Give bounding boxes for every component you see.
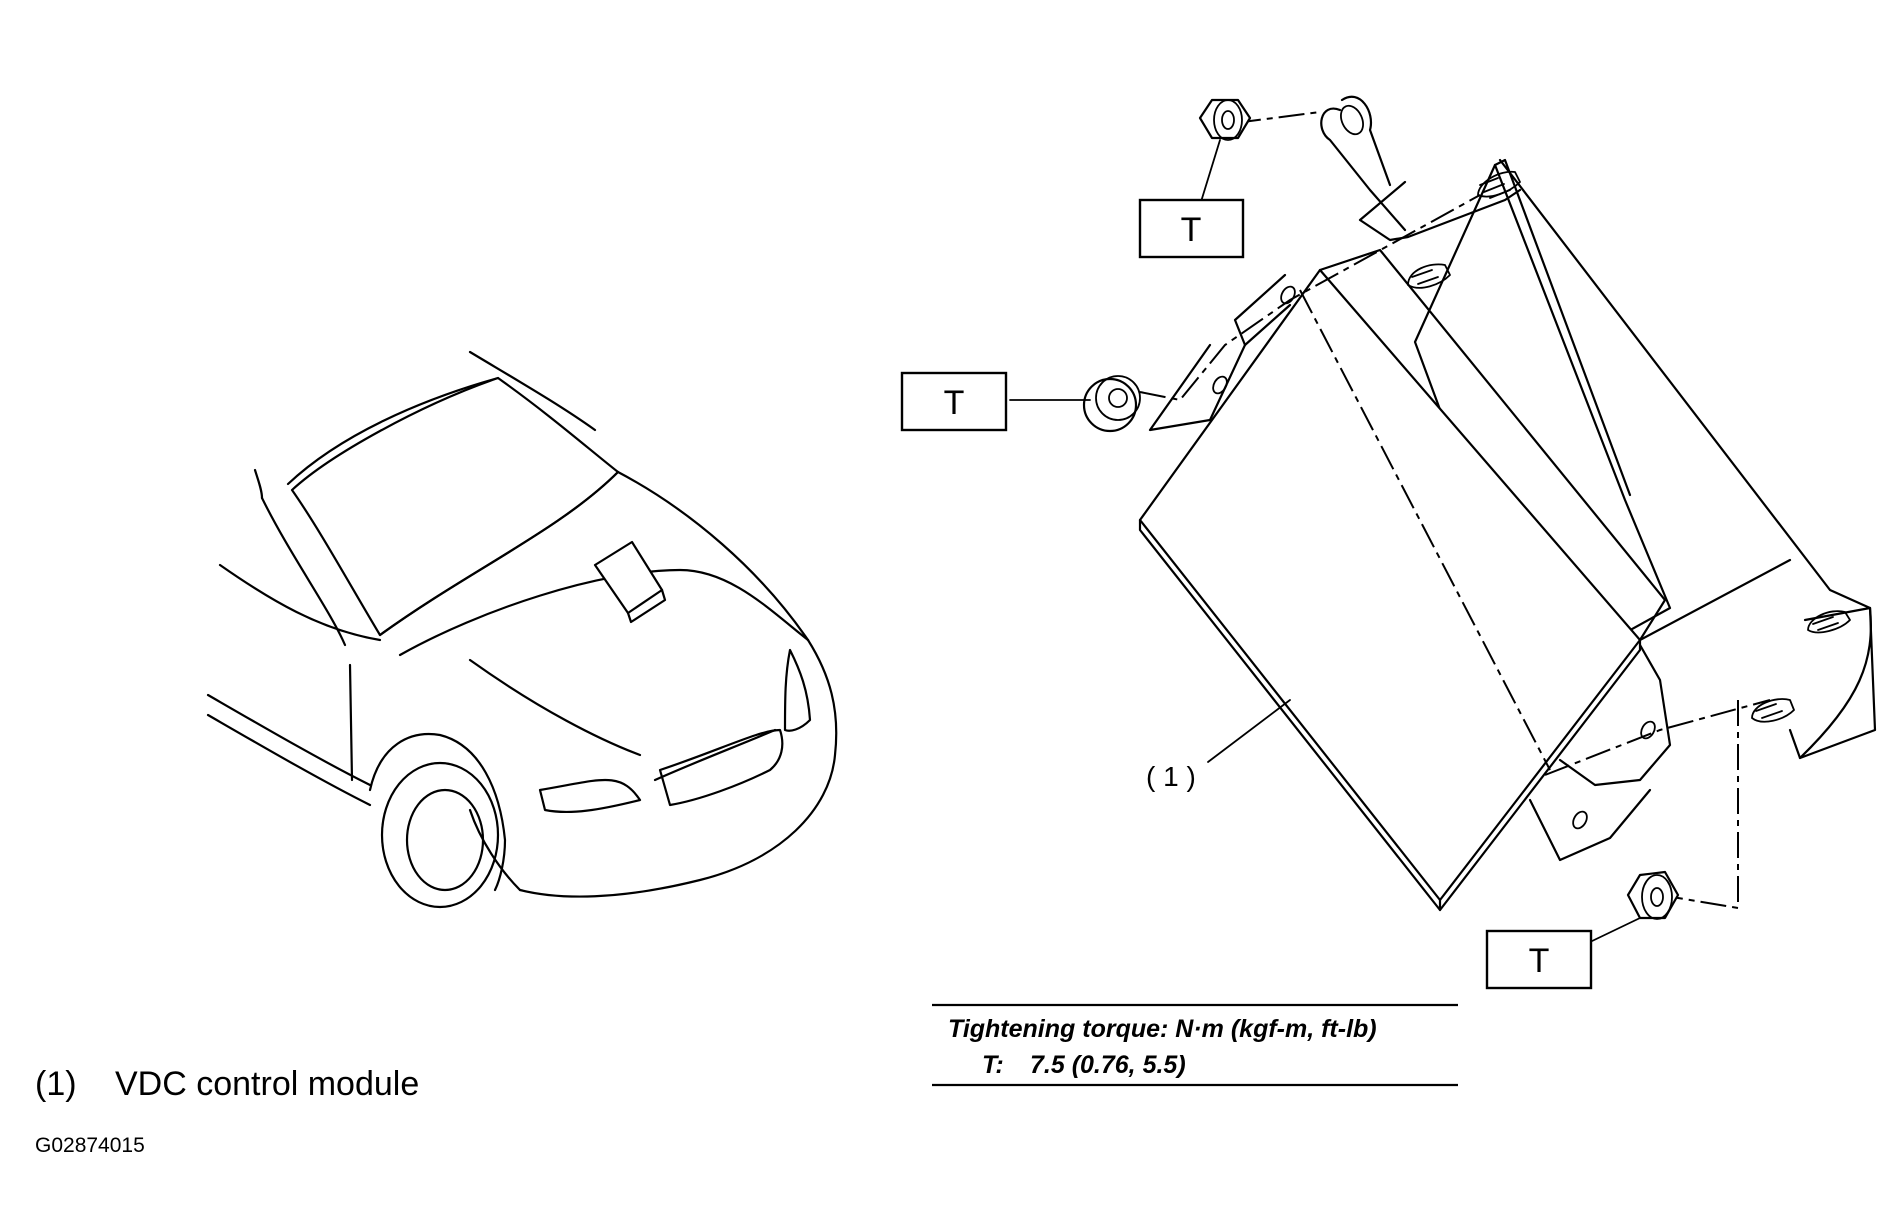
car-front-icon	[206, 350, 838, 909]
torque-label: T	[944, 384, 965, 422]
torque-label-box: T	[1138, 198, 1245, 259]
legend-text: VDC control module	[115, 1065, 419, 1103]
torque-row-value: 7.5 (0.76, 5.5)	[1030, 1051, 1186, 1079]
figure-code: G02874015	[35, 1134, 145, 1157]
torque-row-key: T:	[982, 1051, 1004, 1079]
torque-label: T	[1181, 211, 1202, 249]
torque-label-box: T	[1485, 929, 1593, 990]
flange-nut-icon	[1626, 870, 1680, 920]
module-assembly: T T T ( 1 )	[900, 95, 1877, 990]
legend: (1) VDC control module	[35, 1065, 419, 1103]
control-module-icon	[593, 540, 667, 624]
stud-bolt-icon	[1407, 170, 1851, 723]
legend-number: (1)	[35, 1065, 77, 1103]
part-callout: ( 1 )	[1146, 761, 1196, 792]
torque-table: Tightening torque: N·m (kgf-m, ft-lb) T:…	[932, 1003, 1458, 1087]
flange-nut-icon	[1082, 375, 1141, 433]
torque-table-header: Tightening torque: N·m (kgf-m, ft-lb)	[948, 1015, 1377, 1043]
torque-label-box: T	[900, 371, 1008, 432]
torque-label: T	[1529, 942, 1550, 980]
control-module-icon	[1138, 248, 1672, 912]
flange-nut-icon	[1198, 98, 1252, 141]
